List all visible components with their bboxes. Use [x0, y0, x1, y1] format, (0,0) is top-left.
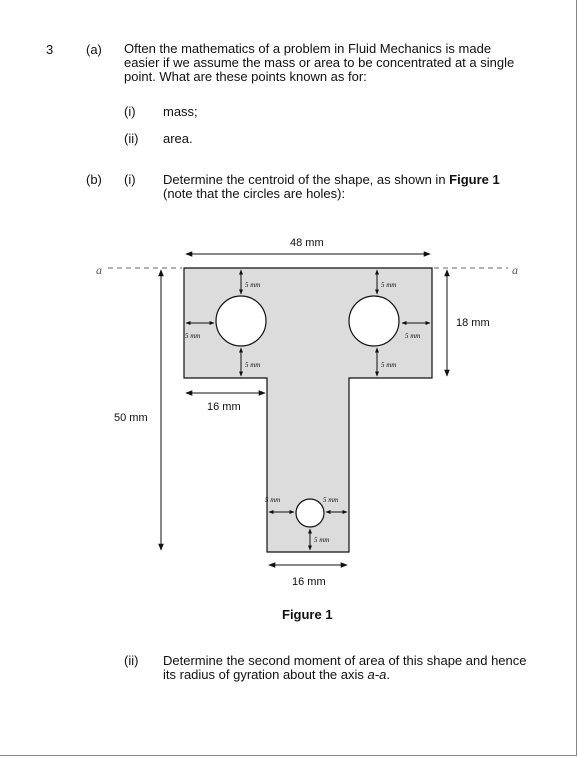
- axis-label-right: a: [512, 263, 518, 277]
- gap-label-rh-top: 5 mm: [381, 281, 396, 289]
- figure-reference: Figure 1: [449, 172, 500, 187]
- dim-48-label: 48 mm: [290, 237, 324, 249]
- axis-label-left: a: [96, 263, 102, 277]
- gap-label-lh-bot: 5 mm: [245, 361, 260, 369]
- gap-label-sh-left: 5 mm: [265, 496, 280, 504]
- part-b-ii-line1: Determine the second moment of area of t…: [163, 653, 527, 668]
- gap-label-rh-bot: 5 mm: [381, 361, 396, 369]
- part-a-label: (a): [86, 42, 102, 57]
- part-b-ii-text: its radius of gyration about the axis: [163, 667, 368, 682]
- axis-reference: a-a: [367, 667, 387, 682]
- gap-label-sh-right: 5 mm: [323, 496, 338, 504]
- part-b-ii-period: .: [386, 667, 390, 682]
- part-b-ii-label: (ii): [124, 653, 139, 668]
- part-b-i-line2: (note that the circles are holes):: [163, 186, 346, 201]
- dim-18-label: 18 mm: [456, 317, 490, 329]
- part-a-item-ii-text: area.: [163, 131, 193, 146]
- dim-50-label: 50 mm: [114, 412, 148, 424]
- dim-16-offset-label: 16 mm: [207, 401, 241, 413]
- question-number: 3: [46, 42, 54, 57]
- part-b-i-text: Determine the centroid of the shape, as …: [163, 172, 450, 187]
- figure-caption: Figure 1: [282, 607, 333, 622]
- gap-label-sh-bot: 5 mm: [314, 536, 329, 544]
- part-a-text: Often the mathematics of a problem in Fl…: [124, 41, 515, 84]
- part-b-label: (b): [86, 172, 102, 187]
- part-b-i-label: (i): [124, 172, 136, 187]
- part-a-item-i-label: (i): [124, 104, 136, 119]
- part-b-i-line1: Determine the centroid of the shape, as …: [163, 172, 500, 187]
- gap-label-rh-right: 5 mm: [405, 332, 420, 340]
- dim-16-web-label: 16 mm: [292, 576, 326, 588]
- part-a-item-i-text: mass;: [163, 104, 198, 119]
- gap-label-lh-top: 5 mm: [245, 281, 260, 289]
- gap-label-lh-left: 5 mm: [185, 332, 200, 340]
- part-b-ii-line2: its radius of gyration about the axis a-…: [163, 667, 390, 682]
- t-section-shape: [183, 267, 433, 553]
- part-a-item-ii-label: (ii): [124, 131, 139, 146]
